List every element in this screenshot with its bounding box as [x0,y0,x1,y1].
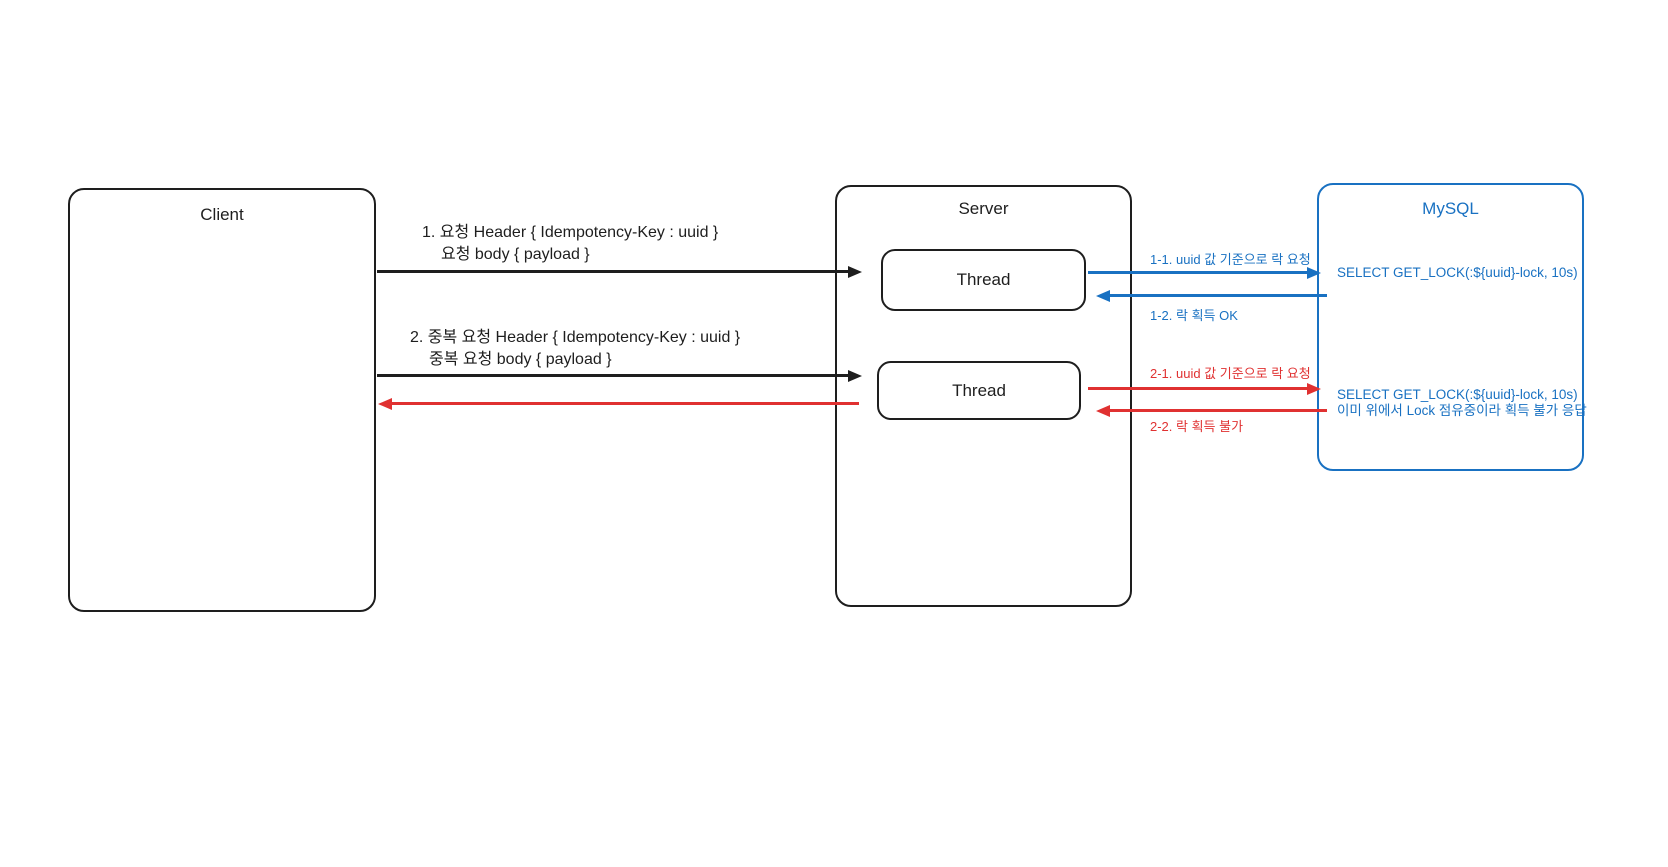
mysql-title: MySQL [1422,199,1479,218]
lock2-request-arrow [1088,387,1308,390]
server-box: Server [835,185,1132,607]
mysql-query2-line: SELECT GET_LOCK(:${uuid}-lock, 10s) [1337,387,1578,402]
thread1-box: Thread [881,249,1086,311]
mysql-query2-response-line: 이미 위에서 Lock 점유중이라 획득 불가 응답 [1337,403,1587,418]
lock1-request-label: 1-1. uuid 값 기준으로 락 요청 [1150,252,1311,267]
lock1-request-arrow [1088,271,1308,274]
mysql-query2-text: SELECT GET_LOCK(:${uuid}-lock, 10s) 이미 위… [1337,387,1587,419]
lock2-fail-label: 2-2. 락 획득 불가 [1150,419,1244,434]
request1-label: 1. 요청 Header { Idempotency-Key : uuid } … [422,222,718,266]
lock2-fail-arrow [1109,409,1327,412]
duplicate-response-arrow [391,402,859,405]
thread2-label: Thread [952,380,1006,400]
request2-label-line2: 중복 요청 body { payload } [429,351,612,368]
thread2-box: Thread [877,361,1081,420]
lock1-ok-arrow [1109,294,1327,297]
lock2-request-label: 2-1. uuid 값 기준으로 락 요청 [1150,366,1311,381]
client-title: Client [200,205,244,224]
server-title: Server [958,199,1009,218]
request2-label-line1: 2. 중복 요청 Header { Idempotency-Key : uuid… [410,329,741,346]
mysql-box: MySQL [1317,183,1584,471]
request1-arrow [377,270,849,273]
request2-label: 2. 중복 요청 Header { Idempotency-Key : uuid… [410,327,740,371]
request2-arrow [377,374,849,377]
client-box: Client [68,188,376,612]
lock1-ok-label: 1-2. 락 획득 OK [1150,308,1238,323]
request1-label-line2: 요청 body { payload } [441,246,590,263]
mysql-query1-text: SELECT GET_LOCK(:${uuid}-lock, 10s) [1337,265,1578,280]
thread1-label: Thread [956,270,1011,289]
request1-label-line1: 1. 요청 Header { Idempotency-Key : uuid } [422,224,719,241]
